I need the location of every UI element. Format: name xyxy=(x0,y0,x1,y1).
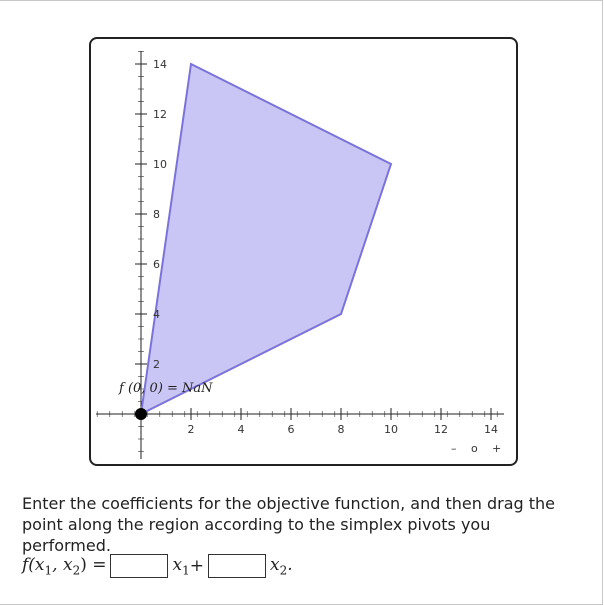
term-x1: x1 xyxy=(172,555,189,577)
coefficient-1-input[interactable] xyxy=(110,554,169,578)
term1-sub: 1 xyxy=(182,563,190,578)
x-tick-label: 10 xyxy=(384,423,398,436)
major-ticks xyxy=(135,63,492,420)
formula-sub1: 1 xyxy=(44,563,53,578)
term-x2: x2. xyxy=(270,555,293,577)
term2-var: x xyxy=(269,554,280,575)
plus-sign: + xyxy=(189,556,204,576)
formula-lhs-text: f(x xyxy=(22,554,45,575)
x-tick-label: 14 xyxy=(484,423,498,436)
zoom-in-button[interactable]: + xyxy=(492,442,501,455)
x-tick-label: 4 xyxy=(238,423,245,436)
y-tick-label: 2 xyxy=(153,358,160,371)
zoom-out-button[interactable]: – xyxy=(451,442,457,455)
formula-close: ) = xyxy=(80,554,107,575)
y-tick-label: 8 xyxy=(153,208,160,221)
coefficient-2-input[interactable] xyxy=(207,554,266,578)
zoom-reset-button[interactable]: o xyxy=(471,442,478,455)
draggable-point[interactable] xyxy=(135,408,147,420)
y-tick-label: 6 xyxy=(153,258,160,271)
y-tick-label: 10 xyxy=(153,158,167,171)
formula-lhs: f(x1, x2) = xyxy=(22,555,106,577)
formula-sub2: 2 xyxy=(72,563,81,578)
x-tick-label: 2 xyxy=(188,423,195,436)
y-tick-label: 14 xyxy=(153,58,167,71)
y-tick-label: 4 xyxy=(153,308,160,321)
formula-period: . xyxy=(287,554,293,575)
formula-mid: , x xyxy=(52,554,73,575)
x-tick-label: 6 xyxy=(288,423,295,436)
term2-sub: 2 xyxy=(279,563,288,578)
x-tick-label: 8 xyxy=(338,423,345,436)
y-tick-label: 12 xyxy=(153,108,167,121)
x-tick-label: 12 xyxy=(434,423,448,436)
objective-formula: f(x1, x2) = x1 + x2. xyxy=(22,553,293,579)
tick-labels: 2 4 6 8 10 12 14 2 4 6 8 10 12 14 xyxy=(153,58,498,436)
term1-var: x xyxy=(172,554,183,575)
feasible-region xyxy=(139,62,393,416)
objective-value-label: f (0, 0) = NaN xyxy=(118,381,213,396)
instructions-text: Enter the coefficients for the objective… xyxy=(22,494,556,555)
